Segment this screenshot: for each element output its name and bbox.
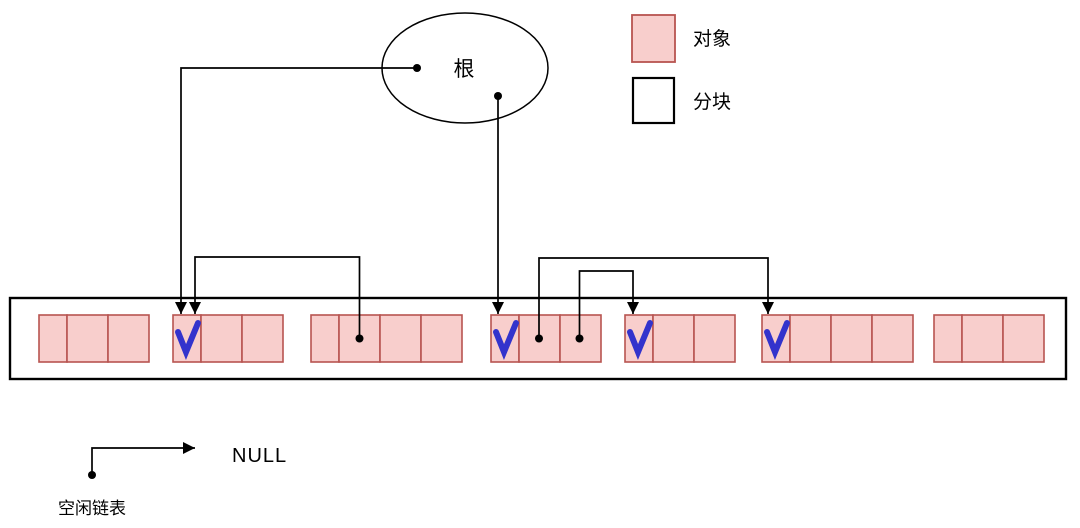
- group3-pointer-dot: [356, 335, 364, 343]
- heap-cell: [962, 315, 1003, 362]
- null-label: NULL: [232, 445, 287, 467]
- heap-cell: [380, 315, 421, 362]
- legend-object-label: 对象: [693, 28, 731, 50]
- heap-group-6: [762, 315, 913, 362]
- heap-group-4: [491, 315, 601, 362]
- heap-cell: [201, 315, 242, 362]
- heap-cell: [108, 315, 149, 362]
- free-list: NULL 空闲链表: [58, 445, 287, 518]
- edge-root-to-group2: [181, 68, 417, 314]
- heap-group-5: [625, 315, 735, 362]
- heap-cell: [872, 315, 913, 362]
- legend-chunk-label: 分块: [693, 91, 731, 113]
- legend-chunk-swatch: [633, 78, 674, 123]
- root-pointer-dot-2: [494, 92, 502, 100]
- heap-cell: [1003, 315, 1044, 362]
- free-list-pointer: [92, 448, 195, 475]
- group4-pointer-dot-2: [576, 335, 584, 343]
- legend-object-swatch: [632, 15, 675, 62]
- root-pointer-dot-1: [413, 64, 421, 72]
- heap-cell: [831, 315, 872, 362]
- legend: 对象 分块: [632, 15, 731, 123]
- heap-cell: [67, 315, 108, 362]
- heap-cell: [934, 315, 962, 362]
- heap-cell: [790, 315, 831, 362]
- heap-group-7: [934, 315, 1044, 362]
- group4-pointer-dot-1: [535, 335, 543, 343]
- free-list-label: 空闲链表: [58, 499, 126, 518]
- heap-group-2: [173, 315, 283, 362]
- heap-cell: [39, 315, 67, 362]
- free-list-dot: [88, 471, 96, 479]
- heap-group-3: [311, 315, 462, 362]
- heap-cell: [653, 315, 694, 362]
- heap-cell: [242, 315, 283, 362]
- heap-group-1: [39, 315, 149, 362]
- heap-cell: [311, 315, 339, 362]
- heap-cell: [694, 315, 735, 362]
- root-label: 根: [454, 58, 475, 81]
- heap-cell: [421, 315, 462, 362]
